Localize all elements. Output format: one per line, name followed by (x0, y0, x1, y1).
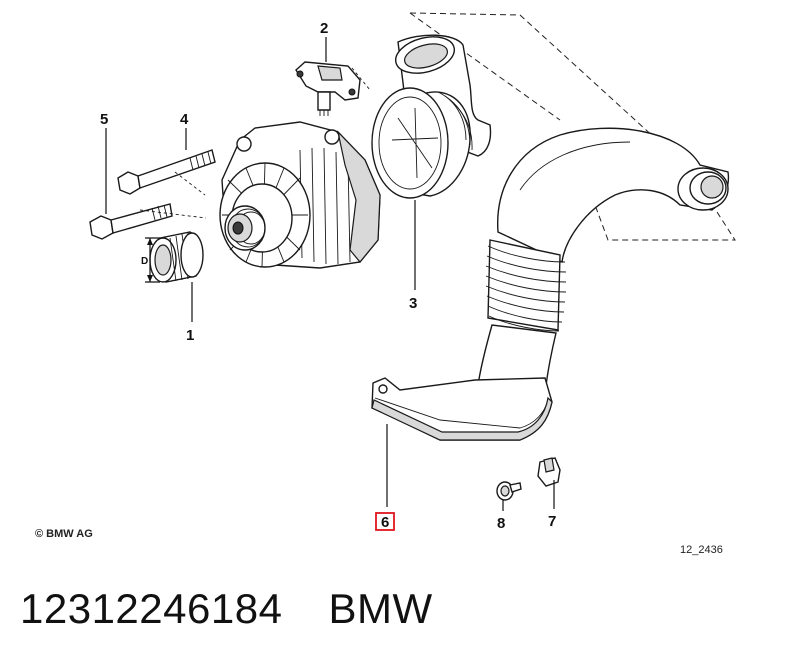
part-number: 12312246184 (20, 585, 283, 632)
highlight-box (375, 512, 395, 531)
callout-5: 5 (100, 111, 108, 128)
callout-3: 3 (409, 295, 417, 312)
callout-6: 6 (381, 514, 389, 531)
callout-4: 4 (180, 111, 189, 128)
callout-8: 8 (497, 515, 505, 532)
alternator (219, 121, 381, 269)
drawing-number: 12_2436 (680, 544, 723, 556)
brand-name: BMW (328, 585, 433, 632)
copyright-label: © BMW AG (35, 528, 93, 540)
callout-2: 2 (320, 20, 328, 37)
callout-7: 7 (548, 513, 556, 530)
fan-shroud (371, 34, 492, 199)
screw-part-8 (496, 481, 522, 501)
caption: 12312246184 BMW (20, 585, 479, 633)
dimension-label: D (141, 256, 148, 267)
leader-lines (105, 37, 555, 511)
clip-nut-part-7 (537, 457, 561, 487)
voltage-regulator (295, 61, 361, 116)
long-bolt (117, 149, 216, 195)
short-bolt (89, 203, 173, 240)
callout-1: 1 (186, 327, 194, 344)
air-intake-duct (371, 127, 730, 441)
pulley (145, 231, 204, 283)
